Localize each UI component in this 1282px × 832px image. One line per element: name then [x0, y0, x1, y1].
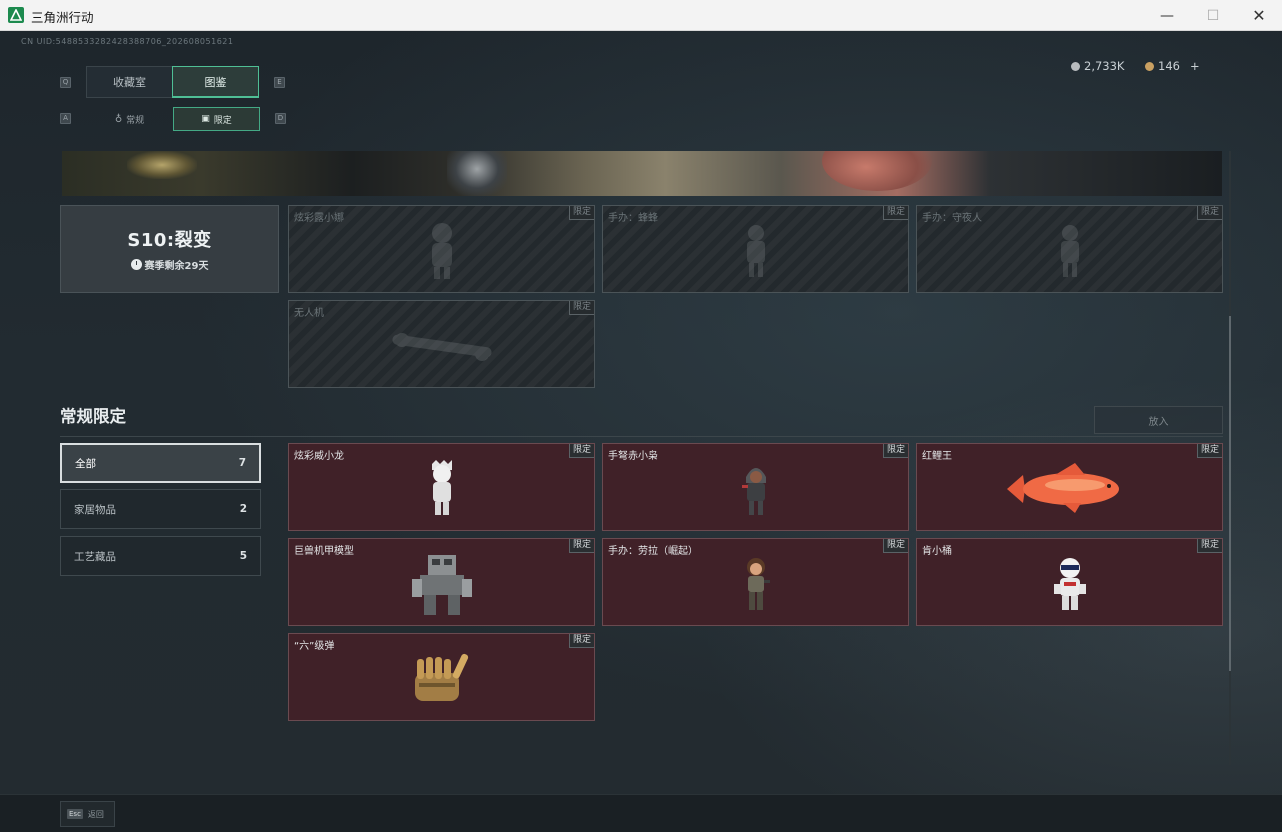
- currency-silver[interactable]: 2,733K: [1071, 59, 1124, 73]
- limited-badge: 限定: [568, 206, 594, 220]
- currency-value: 146: [1158, 59, 1180, 73]
- place-button-label: 放入: [1148, 416, 1169, 428]
- white-figure-icon: [431, 459, 452, 515]
- window-titlebar: 三角洲行动 — ☐ ✕: [0, 0, 1282, 31]
- item-card[interactable]: “六”级弹 限定: [288, 633, 595, 721]
- maximize-button[interactable]: ☐: [1206, 7, 1220, 24]
- limited-badge: 限定: [568, 634, 594, 648]
- mech-model-icon: [411, 554, 472, 615]
- item-card[interactable]: 手弩赤小枭 限定: [602, 443, 909, 531]
- koi-fish-icon: [1006, 462, 1119, 513]
- item-card[interactable]: 手办：守夜人 限定: [916, 205, 1223, 293]
- subtab-limited[interactable]: ▣ 限定: [173, 107, 260, 131]
- bottom-bar: Esc 返回: [0, 794, 1282, 832]
- figure-icon: [1060, 224, 1079, 277]
- esc-key-icon: Esc: [67, 809, 83, 819]
- item-name: 肯小桶: [922, 546, 952, 557]
- limited-badge: 限定: [1196, 206, 1222, 220]
- category-label: 全部: [75, 457, 96, 470]
- limited-badge: 限定: [1196, 444, 1222, 458]
- bullet-hand-icon: [414, 653, 468, 701]
- lara-figure-icon: [746, 557, 770, 610]
- item-name: 红鲤王: [922, 451, 952, 462]
- tab-catalog[interactable]: 图鉴: [172, 66, 259, 98]
- limited-badge: 限定: [882, 206, 908, 220]
- currency-gold[interactable]: 146 +: [1145, 59, 1200, 73]
- gold-coin-icon: [1145, 61, 1154, 71]
- category-home-items[interactable]: 家居物品 2: [60, 489, 261, 529]
- minimize-button[interactable]: —: [1160, 7, 1174, 24]
- key-hint-d: D: [275, 113, 286, 124]
- season-banner-image: [62, 151, 1222, 196]
- place-button[interactable]: 放入: [1094, 406, 1223, 434]
- item-name: 炫彩露小娜: [294, 213, 344, 224]
- app-logo-icon: [8, 7, 24, 23]
- game-view: CN UID:5488533282428388706_202608051621 …: [0, 31, 1282, 832]
- item-card[interactable]: 巨兽机甲模型 限定: [288, 538, 595, 626]
- season-title: S10:裂变: [127, 230, 212, 251]
- section-title: 常规限定: [60, 407, 126, 426]
- subtab-label: 限定: [213, 115, 232, 126]
- regular-icon: ♁: [114, 113, 123, 125]
- limited-badge: 限定: [568, 301, 594, 315]
- category-crafts[interactable]: 工艺藏品 5: [60, 536, 261, 576]
- uid-label: CN UID:5488533282428388706_202608051621: [21, 37, 234, 46]
- season-remaining: 赛季剩余29天: [130, 257, 209, 272]
- category-label: 工艺藏品: [74, 550, 116, 563]
- limited-badge: 限定: [882, 539, 908, 553]
- category-count: 2: [239, 503, 247, 515]
- back-button[interactable]: Esc 返回: [60, 801, 115, 827]
- item-card[interactable]: 无人机 限定: [288, 300, 595, 388]
- section-divider: [60, 436, 1223, 437]
- limited-badge: 限定: [568, 539, 594, 553]
- item-name: 无人机: [294, 308, 324, 319]
- figure-icon: [431, 222, 452, 279]
- hooded-figure-icon: [741, 467, 766, 515]
- key-hint-a: A: [60, 113, 71, 124]
- item-name: 手弩赤小枭: [608, 451, 658, 462]
- figure-icon: [746, 224, 765, 277]
- limited-badge: 限定: [882, 444, 908, 458]
- item-card[interactable]: 炫彩威小龙 限定: [288, 443, 595, 531]
- tab-label: 图鉴: [204, 75, 227, 89]
- category-all[interactable]: 全部 7: [60, 443, 261, 483]
- subtab-label: 常规: [126, 115, 145, 126]
- item-card[interactable]: 肯小桶 限定: [916, 538, 1223, 626]
- subtab-regular[interactable]: ♁ 常规: [86, 107, 173, 131]
- category-count: 5: [239, 550, 247, 562]
- scrollbar-thumb[interactable]: [1229, 316, 1231, 671]
- limited-badge: 限定: [568, 444, 594, 458]
- limited-badge: 限定: [1196, 539, 1222, 553]
- item-card[interactable]: 手办：蜂蜂 限定: [602, 205, 909, 293]
- tab-collection-room[interactable]: 收藏室: [86, 66, 173, 98]
- white-robot-figure-icon: [1053, 557, 1086, 610]
- back-label: 返回: [87, 809, 104, 819]
- limited-icon: ▣: [201, 114, 210, 124]
- silver-coin-icon: [1071, 61, 1080, 71]
- key-hint-e: E: [274, 77, 285, 88]
- tab-label: 收藏室: [113, 76, 146, 89]
- item-name: “六”级弹: [294, 641, 335, 652]
- item-name: 手办：蜂蜂: [608, 213, 658, 224]
- add-currency-button[interactable]: +: [1189, 59, 1200, 73]
- item-card[interactable]: 红鲤王 限定: [916, 443, 1223, 531]
- season-remaining-text: 赛季剩余29天: [144, 261, 209, 272]
- item-card[interactable]: 炫彩露小娜 限定: [288, 205, 595, 293]
- clock-icon: [130, 259, 142, 270]
- item-name: 炫彩威小龙: [294, 451, 344, 462]
- close-button[interactable]: ✕: [1252, 6, 1266, 25]
- season-card: S10:裂变 赛季剩余29天: [60, 205, 279, 293]
- currency-value: 2,733K: [1084, 59, 1125, 73]
- item-name: 手办：守夜人: [922, 213, 982, 224]
- item-name: 巨兽机甲模型: [294, 546, 354, 557]
- window-title: 三角洲行动: [31, 10, 94, 25]
- category-label: 家居物品: [74, 503, 116, 516]
- item-name: 手办：劳拉（崛起）: [608, 546, 698, 557]
- drone-icon: [391, 332, 492, 361]
- item-card[interactable]: 手办：劳拉（崛起） 限定: [602, 538, 909, 626]
- key-hint-q: Q: [60, 77, 71, 88]
- category-count: 7: [238, 457, 246, 469]
